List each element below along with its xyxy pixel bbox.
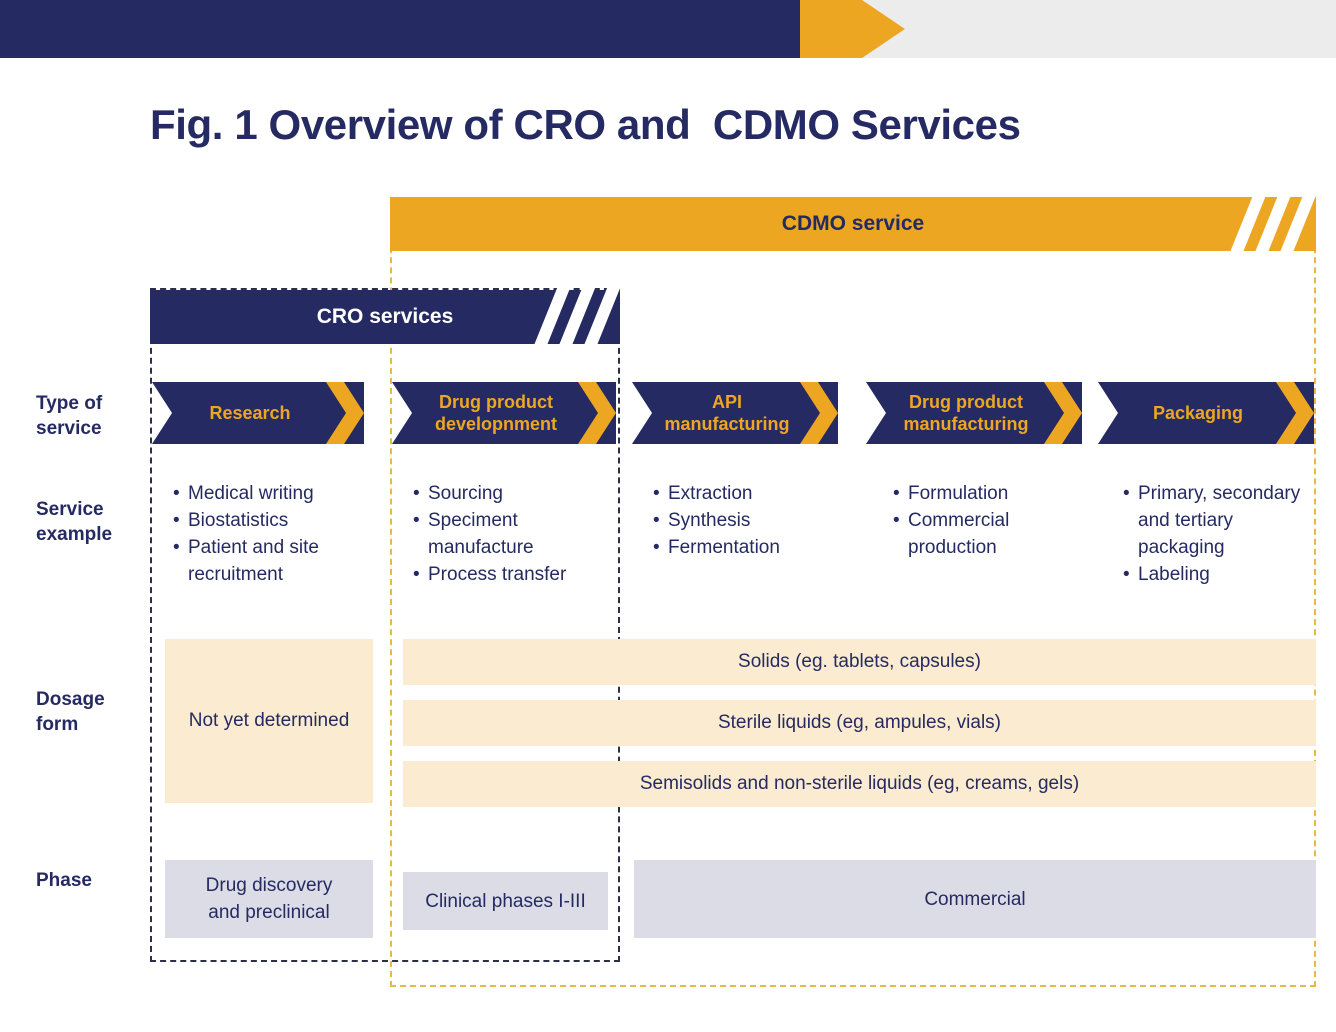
- bullet-list: SourcingSpeciment manufactureProcess tra…: [410, 480, 610, 588]
- service-example-drug-product-developnment: SourcingSpeciment manufactureProcess tra…: [410, 480, 610, 588]
- list-item: Fermentation: [653, 534, 840, 561]
- banner-navy-chevron: [0, 0, 850, 58]
- list-item: Patient and site recruitment: [173, 534, 360, 588]
- cro-services-header: CRO services: [150, 284, 622, 352]
- stage-arrow-research-label: Research: [209, 403, 291, 423]
- bullet-list: Medical writingBiostatisticsPatient and …: [170, 480, 360, 588]
- service-example-drug-product-manufacturing: FormulationCommercial production: [890, 480, 1080, 561]
- banner-orange-chevron: [800, 0, 905, 58]
- chevron-right-icon: [326, 382, 364, 444]
- dosage-form-not-determined: Not yet determined: [165, 639, 373, 803]
- cro-services-label: CRO services: [316, 305, 454, 328]
- dosage-form-semisolids: Semisolids and non-sterile liquids (eg, …: [403, 761, 1316, 807]
- bullet-list: FormulationCommercial production: [890, 480, 1080, 561]
- list-item: Medical writing: [173, 480, 360, 507]
- stage-arrow-api-manufacturing-label: API manufacturing: [664, 392, 790, 434]
- stage-arrow-research[interactable]: Research: [152, 382, 364, 444]
- cdmo-service-header: CDMO service: [390, 191, 1318, 259]
- service-example-packaging: Primary, secondary and tertiary packagin…: [1120, 480, 1320, 588]
- cdmo-service-label: CDMO service: [781, 212, 925, 235]
- list-item: Primary, secondary and tertiary packagin…: [1123, 480, 1320, 561]
- list-item: Sourcing: [413, 480, 610, 507]
- stage-arrow-drug-product-developnment[interactable]: Drug product developnment: [392, 382, 616, 444]
- list-item: Synthesis: [653, 507, 840, 534]
- slash-decoration-icon: [1227, 191, 1318, 259]
- top-decorative-banner: [0, 0, 1336, 58]
- list-item: Formulation: [893, 480, 1080, 507]
- list-item: Biostatistics: [173, 507, 360, 534]
- bullet-list: ExtractionSynthesisFermentation: [650, 480, 840, 561]
- list-item: Speciment manufacture: [413, 507, 610, 561]
- stage-arrow-drug-product-manufacturing[interactable]: Drug product manufacturing: [866, 382, 1082, 444]
- row-label-service-example: Service example: [36, 499, 113, 545]
- cro-scope-box: [150, 288, 620, 962]
- bullet-list: Primary, secondary and tertiary packagin…: [1120, 480, 1320, 588]
- service-example-api-manufacturing: ExtractionSynthesisFermentation: [650, 480, 840, 561]
- list-item: Commercial production: [893, 507, 1080, 561]
- row-label-phase: Phase: [36, 870, 92, 891]
- dosage-form-solids: Solids (eg. tablets, capsules): [403, 639, 1316, 685]
- slash-decoration-icon: [531, 284, 622, 352]
- list-item: Process transfer: [413, 561, 610, 588]
- chevron-right-icon: [1276, 382, 1314, 444]
- stage-arrow-packaging-label: Packaging: [1152, 403, 1244, 423]
- phase-drug-discovery: Drug discovery and preclinical: [165, 860, 373, 938]
- phase-commercial: Commercial: [634, 860, 1316, 938]
- row-label-dosage-form: Dosage form: [36, 689, 105, 735]
- stage-arrow-drug-product-manufacturing-label: Drug product manufacturing: [903, 392, 1029, 434]
- dosage-form-sterile-liquids: Sterile liquids (eg, ampules, vials): [403, 700, 1316, 746]
- stage-arrow-api-manufacturing[interactable]: API manufacturing: [632, 382, 838, 444]
- page-title: Fig. 1 Overview of CRO and CDMO Services: [150, 101, 1021, 148]
- list-item: Labeling: [1123, 561, 1320, 588]
- list-item: Extraction: [653, 480, 840, 507]
- service-example-research: Medical writingBiostatisticsPatient and …: [170, 480, 360, 588]
- stage-arrow-drug-product-developnment-label: Drug product developnment: [434, 392, 558, 434]
- phase-clinical: Clinical phases I-III: [403, 872, 608, 930]
- row-label-type-of-service: Type of service: [36, 393, 103, 439]
- stage-arrow-packaging[interactable]: Packaging: [1098, 382, 1314, 444]
